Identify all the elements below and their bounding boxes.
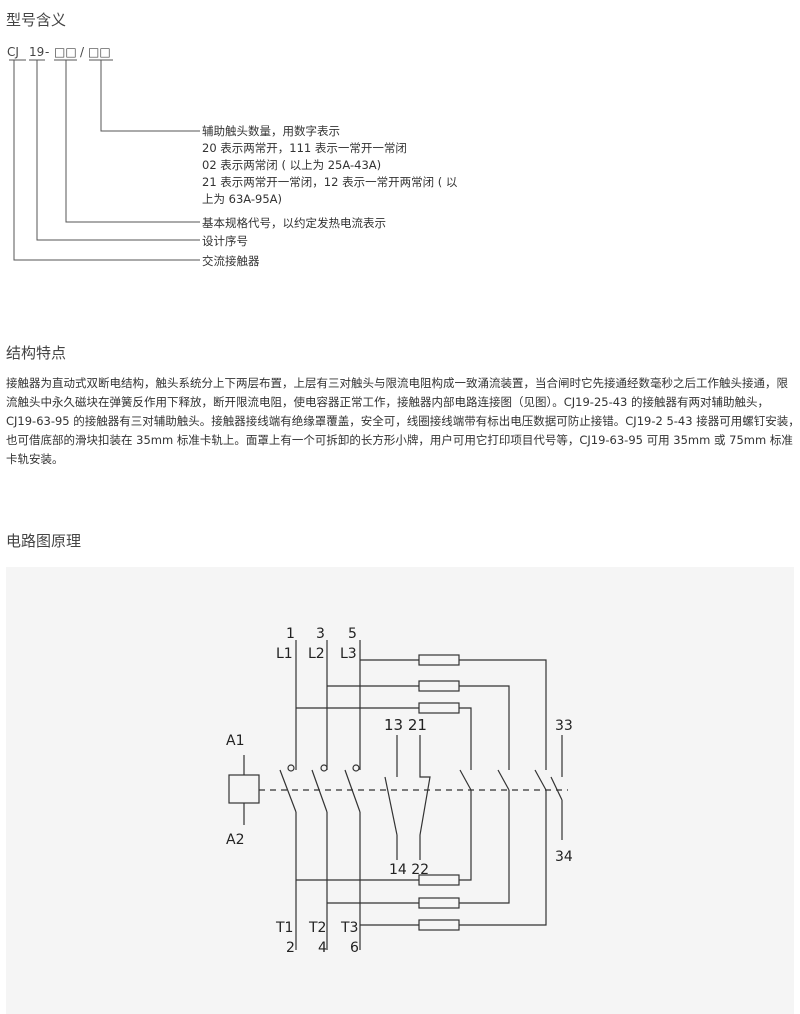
l1-label: L1 <box>276 646 293 662</box>
terminal-1-label: 1 <box>286 626 295 642</box>
t3-label: T3 <box>340 920 358 936</box>
paragraph-line: CJ19-63-95 的接触器有三对辅助触头。接触器接线端有绝缘罩覆盖，安全可，… <box>6 414 800 428</box>
l2-label: L2 <box>308 646 325 662</box>
lower-wire-2 <box>327 790 510 904</box>
limit-contact-2 <box>497 769 510 791</box>
resistor-2 <box>418 680 460 692</box>
main-contact-3-blade <box>344 769 361 813</box>
code-aux-boxes: □□ <box>88 45 111 59</box>
leader-rating <box>65 60 200 223</box>
limit-contact-3 <box>534 769 547 791</box>
legend-type: 交流接触器 <box>202 254 260 268</box>
leader-aux-contacts <box>100 60 200 132</box>
resistor-1 <box>418 654 460 666</box>
resistor-5 <box>418 897 460 909</box>
model-code-diagram: CJ 19 - □□ / □□ <box>7 45 200 261</box>
circuit-wiring <box>228 640 568 950</box>
code-rating-boxes: □□ <box>54 45 77 59</box>
legend-rating: 基本规格代号，以约定发热电流表示 <box>202 216 386 230</box>
paragraph-line: 流触头中永久磁块在弹簧反作用下释放，断开限流电阻，使电容器正常工作，接触器内部电… <box>6 395 770 409</box>
terminal-3-label: 3 <box>316 626 325 642</box>
resistor-4 <box>418 874 460 886</box>
main-contact-2-terminal <box>320 764 328 772</box>
circuit-section-title: 电路图原理 <box>6 532 82 550</box>
limit-contact-1 <box>459 769 472 791</box>
upper-wire-1 <box>360 659 547 770</box>
terminal-5-label: 5 <box>348 626 357 642</box>
leader-type <box>13 60 200 261</box>
structure-paragraph: 接触器为直动式双断电结构，触头系统分上下两层布置，上层有三对触头与限流电阻构成一… <box>6 374 800 469</box>
aux-contact-13-14 <box>384 735 398 860</box>
main-contact-3-terminal <box>352 764 360 772</box>
circuit-diagram-panel: 1 3 5 L1 L2 L3 T1 T2 T3 2 4 6 A1 A2 13 2… <box>6 567 794 1014</box>
resistor-3 <box>418 702 460 714</box>
terminal-4-label: 4 <box>318 940 327 956</box>
t2-label: T2 <box>308 920 326 936</box>
terminal-2-label: 2 <box>286 940 295 956</box>
paragraph-line: 卡轨安装。 <box>6 452 64 466</box>
leader-design <box>36 60 200 241</box>
upper-wire-3 <box>296 707 472 770</box>
structure-section-title: 结构特点 <box>6 344 67 362</box>
circuit-diagram: 1 3 5 L1 L2 L3 T1 T2 T3 2 4 6 A1 A2 13 2… <box>226 626 573 956</box>
main-contact-1-blade <box>279 769 297 813</box>
main-contact-2-blade <box>311 769 328 813</box>
lower-wire-1 <box>296 790 472 881</box>
coil-a2-label: A2 <box>226 832 244 848</box>
resistor-6 <box>418 919 460 931</box>
legend-design: 设计序号 <box>202 234 248 248</box>
legend-aux-line: 20 表示两常开，111 表示一常开一常闭 <box>202 141 407 155</box>
coil <box>228 774 260 804</box>
paragraph-line: 也可借底部的滑块扣装在 35mm 标准卡轨上。面罩上有一个可拆卸的长方形小牌，用… <box>6 433 793 447</box>
aux-contact-33-34 <box>550 735 563 840</box>
code-dash: - <box>45 45 49 59</box>
code-series: CJ <box>7 45 19 59</box>
lower-wire-3 <box>360 790 547 926</box>
upper-wire-2 <box>327 685 510 770</box>
code-design-number: 19 <box>29 45 44 59</box>
l3-label: L3 <box>340 646 357 662</box>
terminal-6-label: 6 <box>350 940 359 956</box>
aux-34-label: 34 <box>555 849 573 865</box>
paragraph-line: 接触器为直动式双断电结构，触头系统分上下两层布置，上层有三对触头与限流电阻构成一… <box>6 376 788 390</box>
main-contact-1-terminal <box>287 764 295 772</box>
aux-33-label: 33 <box>555 718 573 734</box>
legend-aux-line: 上为 63A-95A) <box>202 192 283 206</box>
coil-a1-label: A1 <box>226 733 244 749</box>
aux-contact-21-22 <box>419 735 431 860</box>
legend-aux-line: 21 表示两常开一常闭，12 表示一常开两常闭 ( 以 <box>202 175 458 189</box>
model-section-title: 型号含义 <box>6 11 67 29</box>
aux-14-22-label: 14 22 <box>389 862 429 878</box>
legend-aux-block: 辅助触头数量，用数字表示 20 表示两常开，111 表示一常开一常闭 02 表示… <box>202 123 457 208</box>
aux-13-21-label: 13 21 <box>384 716 427 734</box>
code-slash: / <box>80 45 85 59</box>
t1-label: T1 <box>275 920 293 936</box>
legend-aux-line: 辅助触头数量，用数字表示 <box>202 124 340 138</box>
legend-aux-line: 02 表示两常闭 ( 以上为 25A-43A) <box>202 158 382 172</box>
